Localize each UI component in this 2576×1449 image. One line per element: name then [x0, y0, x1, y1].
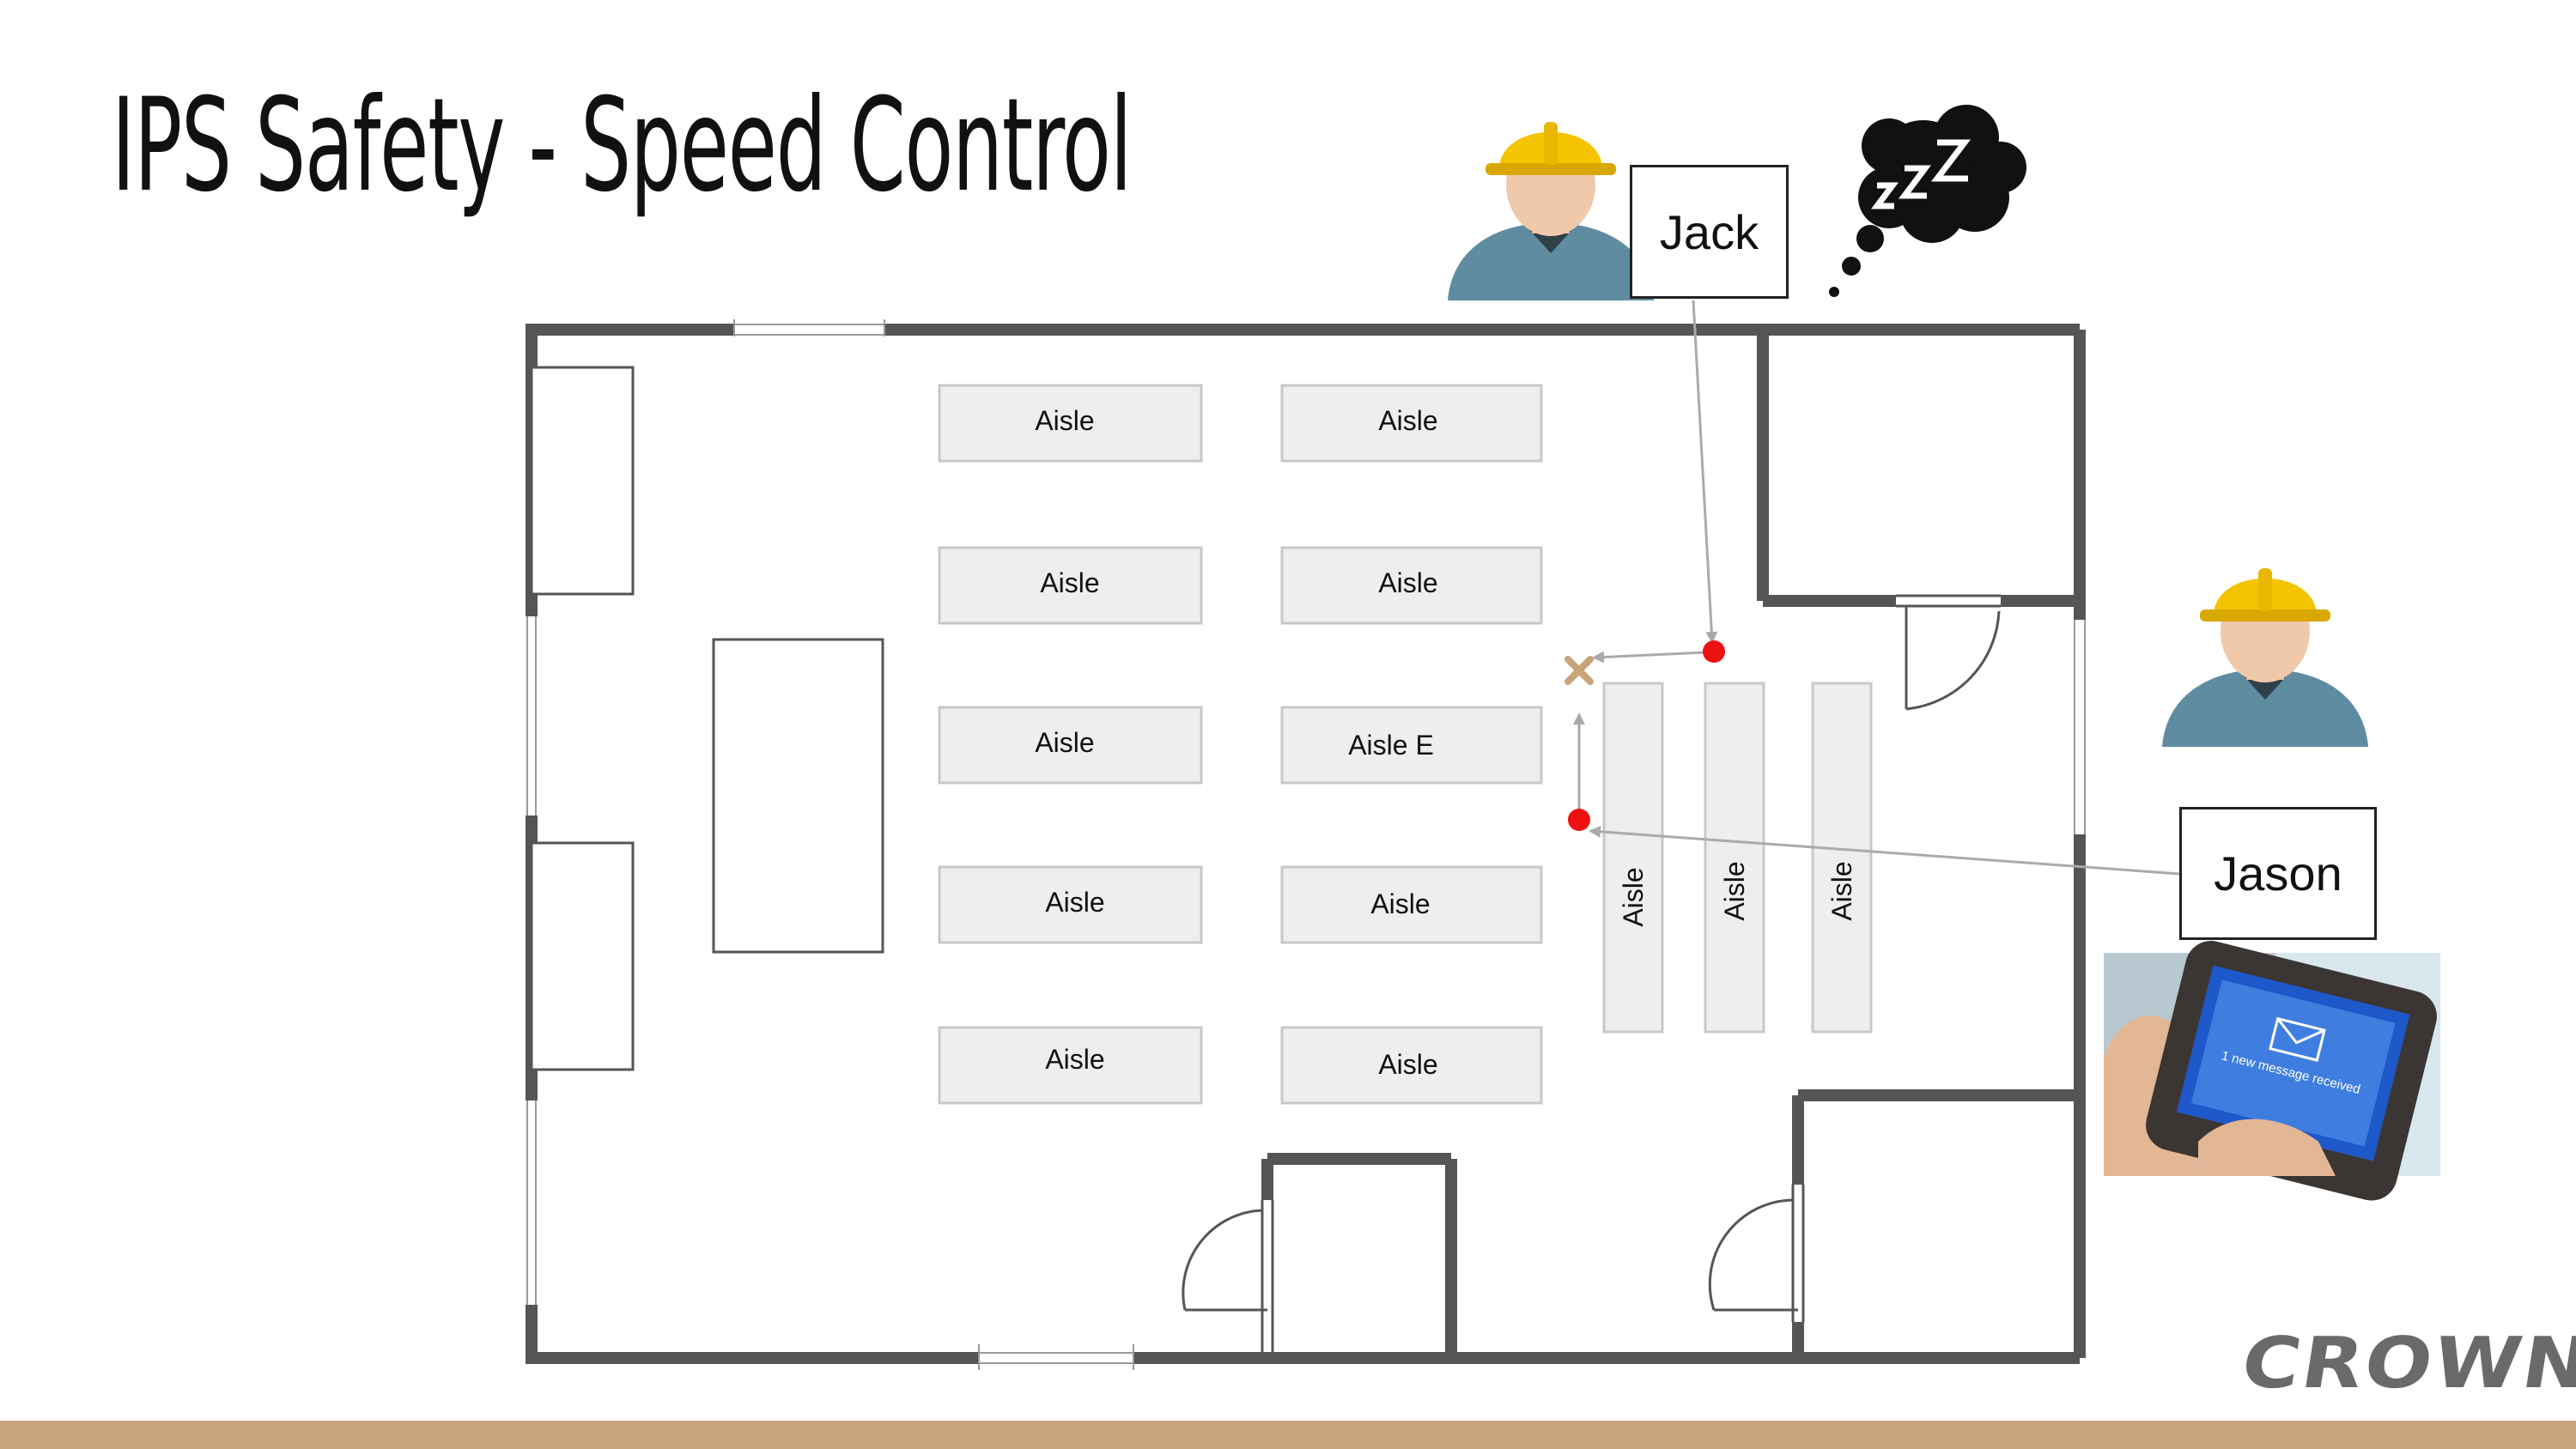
aisle-left-5: Aisle	[938, 1026, 1203, 1105]
worker-icon	[2162, 568, 2368, 747]
crown-logo: CROWN	[2236, 1323, 2576, 1404]
phone-photo: 1 new message received	[2104, 941, 2440, 1201]
svg-text:Aisle: Aisle	[1045, 887, 1104, 918]
aisle-left-4: Aisle	[938, 865, 1203, 944]
bottom-center-room	[1261, 1153, 1457, 1358]
slide-title: IPS Safety - Speed Control	[112, 71, 1133, 221]
svg-text:Aisle: Aisle	[1040, 567, 1099, 598]
svg-text:Aisle: Aisle	[1719, 861, 1750, 920]
svg-text:Aisle E: Aisle E	[1348, 730, 1434, 761]
movement-arrows	[1573, 651, 1706, 812]
label-pointer-lines	[1589, 300, 2180, 876]
aisle-vertical-3: Aisle	[1811, 682, 1873, 1034]
lower-right-door	[1708, 1185, 1805, 1322]
aisle-vertical-2: Aisle	[1704, 682, 1765, 1034]
aisle-left-1: Aisle	[938, 384, 1203, 463]
aisle-middle-1: Aisle	[1280, 384, 1543, 463]
bottom-accent-bar	[0, 1421, 2576, 1449]
aisles-left-column: Aisle Aisle Aisle Aisle Aisle	[938, 384, 1203, 1105]
svg-text:Aisle: Aisle	[1378, 1049, 1437, 1080]
lower-right-room	[1792, 1089, 2080, 1358]
aisle-middle-3: Aisle E	[1280, 706, 1543, 785]
jason-position-marker	[1568, 809, 1590, 831]
svg-text:Aisle: Aisle	[1378, 405, 1437, 436]
svg-text:Aisle: Aisle	[1378, 567, 1437, 598]
blocked-x-icon	[1564, 656, 1594, 685]
svg-text:Aisle: Aisle	[1826, 861, 1857, 920]
upper-right-door	[1896, 594, 2001, 711]
svg-text:Aisle: Aisle	[1035, 405, 1094, 436]
worker-icon	[1448, 122, 1654, 300]
aisle-middle-4: Aisle	[1280, 865, 1543, 944]
jack-position-marker	[1703, 640, 1725, 663]
upper-right-room	[1757, 335, 2080, 607]
jason-name-label: Jason	[2179, 807, 2377, 940]
aisles-vertical: Aisle Aisle Aisle	[1602, 682, 1873, 1034]
aisle-middle-5: Aisle	[1280, 1026, 1543, 1105]
svg-text:Aisle: Aisle	[1370, 888, 1430, 919]
aisles-middle-column: Aisle Aisle Aisle E Aisle Aisle	[1280, 384, 1543, 1105]
aisle-left-2: Aisle	[938, 546, 1203, 625]
svg-text:Aisle: Aisle	[1618, 867, 1649, 926]
aisle-vertical-1: Aisle	[1602, 682, 1664, 1034]
jack-name-label: Jack	[1630, 165, 1789, 299]
wall-openings	[526, 319, 2086, 1370]
aisle-middle-2: Aisle	[1280, 546, 1543, 625]
svg-text:Aisle: Aisle	[1045, 1044, 1104, 1075]
bottom-center-door	[1182, 1200, 1274, 1358]
sleep-bubble-icon	[1829, 105, 2026, 297]
left-wall-units	[530, 366, 884, 1071]
aisle-left-3: Aisle	[938, 706, 1203, 785]
svg-text:Aisle: Aisle	[1035, 727, 1094, 758]
